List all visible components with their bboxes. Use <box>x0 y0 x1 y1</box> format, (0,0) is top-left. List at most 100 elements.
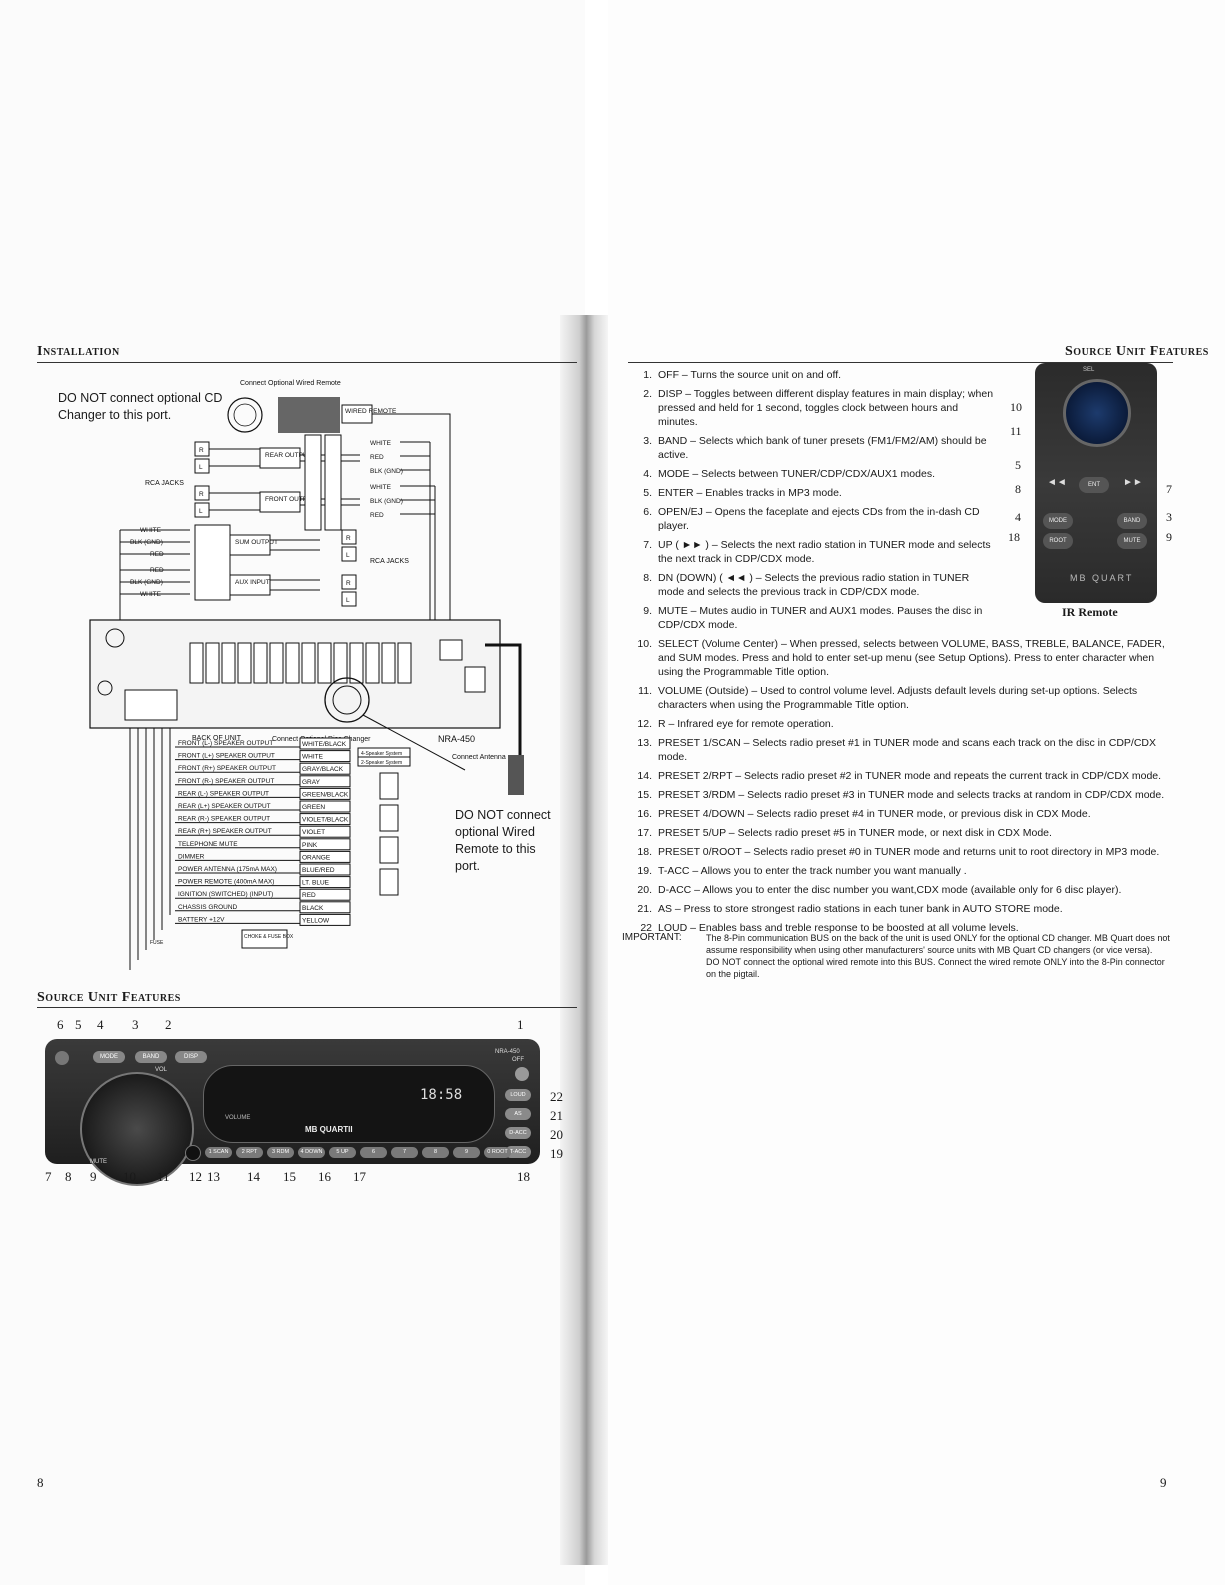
feature-item: 1.OFF – Turns the source unit on and off… <box>628 368 1173 382</box>
remote-enter-button[interactable]: ENT <box>1079 477 1109 493</box>
mode-button[interactable]: MODE <box>93 1051 125 1063</box>
feature-text: DN (DOWN) ( ◄◄ ) – Selects the previous … <box>658 572 970 598</box>
preset-button[interactable]: 0 ROOT <box>484 1147 511 1158</box>
callout-number: 13 <box>207 1169 220 1184</box>
harness-color: VIOLET <box>302 829 325 836</box>
harness-label: POWER REMOTE (400mA MAX) <box>178 879 274 886</box>
harness-color: VIOLET/BLACK <box>302 817 349 824</box>
feature-number: 17. <box>637 827 652 839</box>
remote-select-knob[interactable] <box>1063 379 1131 447</box>
warning-wired-remote: DO NOT connect optional Wired Remote to … <box>455 808 551 873</box>
remote-mute-button[interactable]: MUTE <box>1117 533 1147 549</box>
harness-color: WHITE/BLACK <box>302 741 347 748</box>
harness-color: LT. BLUE <box>302 880 330 887</box>
remote-root-button[interactable]: ROOT <box>1043 533 1073 549</box>
faceplate-side-button[interactable]: D-ACC <box>505 1127 531 1139</box>
volume-knob[interactable] <box>80 1072 194 1186</box>
feature-number: 20. <box>637 884 652 896</box>
harness-color: GREEN/BLACK <box>302 791 349 798</box>
feature-number: 16. <box>637 808 652 820</box>
harness-label: TELEPHONE MUTE <box>178 841 238 848</box>
off-label: OFF <box>512 1057 524 1063</box>
remote-callout-number: 5 <box>1015 458 1021 472</box>
feature-number: 5. <box>643 487 652 499</box>
disp-button[interactable]: DISP <box>175 1051 207 1063</box>
preset-button[interactable]: 9 <box>453 1147 480 1158</box>
preset-button[interactable]: 3 RDM <box>267 1147 294 1158</box>
feature-text: PRESET 2/RPT – Selects radio preset #2 i… <box>658 770 1162 782</box>
faceplate-brand: MB QUARTII <box>305 1125 353 1134</box>
svg-text:BLK (GND): BLK (GND) <box>370 498 403 505</box>
feature-text: UP ( ►► ) – Selects the next radio stati… <box>658 539 991 565</box>
callout-number: 16 <box>318 1169 331 1184</box>
feature-text: SELECT (Volume Center) – When pressed, s… <box>658 638 1165 678</box>
harness-label: FRONT (R-) SPEAKER OUTPUT <box>178 778 274 785</box>
power-button[interactable] <box>515 1067 529 1081</box>
svg-text:WHITE: WHITE <box>370 440 392 447</box>
faceplate-side-button[interactable]: T-ACC <box>505 1146 531 1158</box>
remote-next-icon[interactable]: ►► <box>1123 477 1143 488</box>
svg-text:R: R <box>346 535 351 542</box>
feature-number: 1. <box>643 369 652 381</box>
callout-number: 17 <box>353 1169 366 1184</box>
preset-button[interactable]: 5 UP <box>329 1147 356 1158</box>
feature-item: 19.T-ACC – Allows you to enter the track… <box>628 864 1173 878</box>
svg-text:R: R <box>199 491 204 498</box>
connect-wired-remote-label: Connect Optional Wired Remote <box>240 380 341 387</box>
harness-label: FRONT (L+) SPEAKER OUTPUT <box>178 753 275 760</box>
callout-number: 18 <box>517 1169 530 1184</box>
ir-remote: SEL ENT MODE BAND ROOT MUTE ◄◄ ►► MB QUA… <box>1035 363 1157 603</box>
harness-label: POWER ANTENNA (175mA MAX) <box>178 866 277 873</box>
harness-label: IGNITION (SWITCHED) (INPUT) <box>178 891 273 898</box>
harness-label: BATTERY +12V <box>178 916 225 923</box>
choke-fuse-label: CHOKE & FUSE BOX <box>244 934 294 940</box>
source-features-rule-left <box>37 1007 577 1008</box>
preset-button[interactable]: 1 SCAN <box>205 1147 232 1158</box>
svg-text:L: L <box>199 508 203 515</box>
wired-remote-plug <box>278 397 340 433</box>
remote-mode-button[interactable]: MODE <box>1043 513 1073 529</box>
harness-label: CHASSIS GROUND <box>178 904 238 911</box>
preset-button[interactable]: 2 RPT <box>236 1147 263 1158</box>
remote-prev-icon[interactable]: ◄◄ <box>1047 477 1067 488</box>
svg-text:L: L <box>346 597 350 604</box>
remote-callout-number: 10 <box>1010 400 1022 414</box>
page-number-left: 8 <box>37 1475 44 1490</box>
sum-output-label: SUM OUTPUT <box>235 539 278 546</box>
open-eject-button[interactable] <box>55 1051 69 1065</box>
volume-label: VOLUME <box>225 1115 251 1121</box>
svg-text:L: L <box>199 464 203 471</box>
harness-label: REAR (R+) SPEAKER OUTPUT <box>178 828 272 835</box>
wiring-diagram: Connect Optional Wired Remote WIRED REMO… <box>89 380 524 970</box>
faceplate-side-button[interactable]: LOUD <box>505 1089 531 1101</box>
harness-color: GRAY <box>302 779 321 786</box>
feature-item: 20.D-ACC – Allows you to enter the disc … <box>628 883 1173 897</box>
mute-label: MUTE <box>90 1159 107 1165</box>
preset-button[interactable]: 7 <box>391 1147 418 1158</box>
preset-button[interactable]: 4 DOWN <box>298 1147 325 1158</box>
callout-number: 14 <box>247 1169 260 1184</box>
feature-item: 2.DISP – Toggles between different displ… <box>628 387 1173 429</box>
faceplate-side-button[interactable]: AS <box>505 1108 531 1120</box>
source-features-title-right: Source Unit Features <box>1065 344 1209 359</box>
feature-item: 11.VOLUME (Outside) – Used to control vo… <box>628 684 1173 712</box>
feature-number: 6. <box>643 506 652 518</box>
feature-text: VOLUME (Outside) – Used to control volum… <box>658 685 1138 711</box>
speaker-icons <box>379 772 399 896</box>
callout-number: 21 <box>550 1108 563 1123</box>
preset-button[interactable]: 6 <box>360 1147 387 1158</box>
installation-title: Installation <box>37 344 120 359</box>
feature-item: 13.PRESET 1/SCAN – Selects radio preset … <box>628 736 1173 764</box>
clock-display: 18:58 <box>420 1087 463 1103</box>
warning-cd-changer: DO NOT connect optional CD Changer to th… <box>58 391 223 422</box>
band-button[interactable]: BAND <box>135 1051 167 1063</box>
feature-number: 14. <box>637 770 652 782</box>
remote-band-button[interactable]: BAND <box>1117 513 1147 529</box>
faceplate-figure: 6 5 4 3 2 1 MODE BAND DISP VOL MUTE VOLU… <box>45 1017 563 1186</box>
harness-label: DIMMER <box>178 853 205 860</box>
feature-item: 18.PRESET 0/ROOT – Selects radio preset … <box>628 845 1173 859</box>
preset-button[interactable]: 8 <box>422 1147 449 1158</box>
feature-item: 7.UP ( ►► ) – Selects the next radio sta… <box>628 538 1173 566</box>
remote-sel-label: SEL <box>1083 367 1095 373</box>
